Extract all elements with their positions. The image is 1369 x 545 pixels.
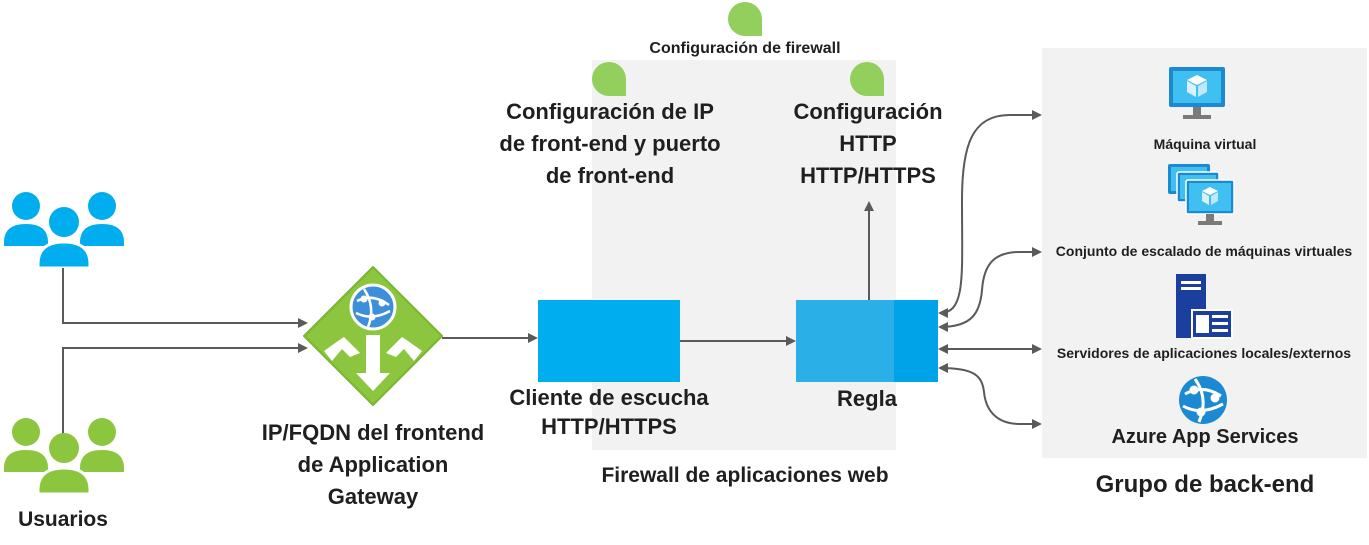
gateway-label-line-1: IP/FQDN del frontend [261,420,485,445]
waf-label: Firewall de aplicaciones web [601,464,889,487]
users-to-gateway-arrow-1 [62,268,308,328]
app-services-label: Azure App Services [1111,426,1299,448]
config-leaf-icon [728,2,762,36]
app-services-icon [1179,376,1227,424]
users-to-gateway-arrow-2 [62,343,308,438]
rule-to-vmss-arrow [938,247,1042,332]
users-label: Usuarios [18,508,108,531]
vm-scale-set-icon [1168,164,1235,225]
http-config-label-line-3: HTTP/HTTPS [800,163,936,188]
users-blue-icon [4,192,124,268]
http-config-label-line-2: HTTP [839,131,897,156]
vmss-label: Conjunto de escalado de máquinas virtual… [1055,243,1353,259]
rule-to-app-services-arrow [938,363,1042,429]
listener-label-line-2: HTTP/HTTPS [541,414,677,439]
server-icon [1176,274,1233,339]
frontend-ip-label-line-2: de front-end y puerto [499,131,721,156]
servers-label: Servidores de aplicaciones locales/exter… [1056,345,1352,361]
http-config-label-line-1: Configuración [793,99,943,124]
backend-pool-label: Grupo de back-end [1095,471,1315,498]
application-gateway-icon [303,266,443,406]
frontend-ip-label-line-3: de front-end [545,163,675,188]
users-green-icon [4,418,124,494]
config-leaf-icon [850,62,884,96]
gateway-label-line-2: de Application [297,452,449,477]
virtual-machine-icon [1169,67,1225,119]
waf-panel [592,60,896,450]
firewall-config-label: Configuración de firewall [649,40,841,57]
gateway-label-line-3: Gateway [327,484,419,509]
vm-label: Máquina virtual [1153,136,1257,152]
listener-box [538,300,680,382]
frontend-ip-label-line-1: Configuración de IP [506,99,714,124]
rule-box [796,300,938,382]
rule-label: Regla [837,386,897,411]
config-leaf-icon [592,62,626,96]
listener-label-line-1: Cliente de escucha [509,385,709,410]
